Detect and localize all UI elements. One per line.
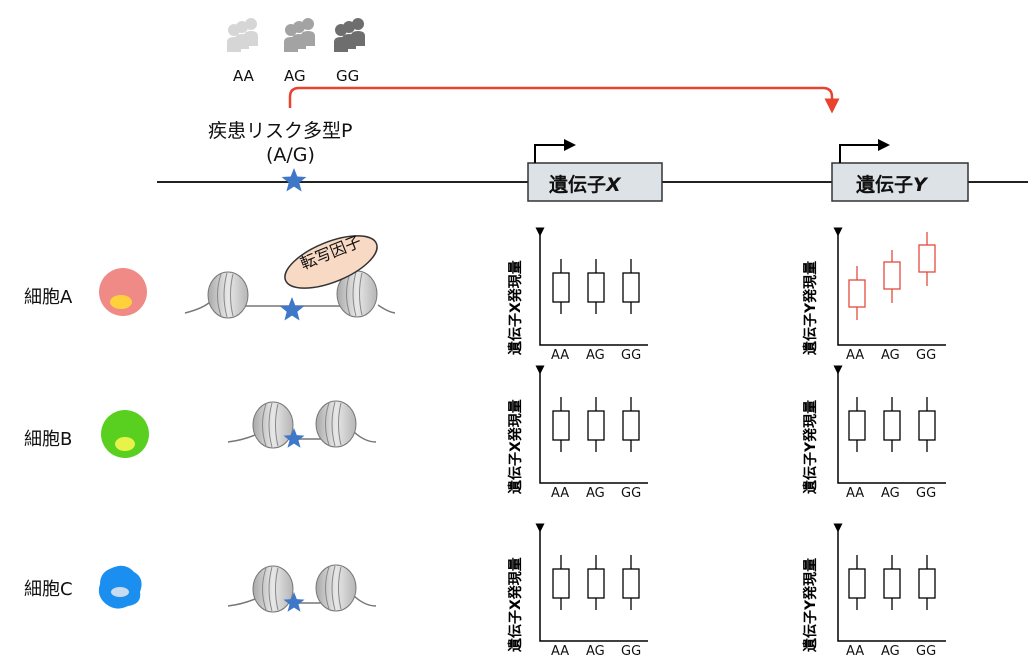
plot-ylabel-x-a: 遺伝子X発現量 [508,260,524,355]
cell-c-icon [98,565,142,609]
boxplots-gene-x-cell-a [552,259,640,314]
tick-label: AG [881,486,900,501]
gene-x-box [527,162,663,202]
chromatin-cell-c [227,564,377,613]
gene-y-label: 遺伝子Y [856,174,927,196]
population-ag-icon [284,18,315,52]
boxplots-gene-x-cell-c [552,555,640,610]
cell-a-label: 細胞A [24,287,73,308]
cell-a-icon [99,268,147,316]
eqtl-arrow [288,86,840,114]
plot-axes [535,227,946,642]
tick-label: AG [881,644,900,659]
gene-x-tss-arrow [534,139,576,163]
chromatin-cell-a [184,235,396,321]
tick-label: AA [846,348,865,363]
tick-label: GG [621,348,642,363]
gene-y-box [831,162,969,202]
plot-ylabel-x-b: 遺伝子X発現量 [508,399,524,494]
boxplots-gene-y-cell-c [848,555,936,610]
tick-label: GG [621,486,642,501]
tick-label: GG [916,486,937,501]
population-aa-icon [227,18,258,52]
tick-label: AA [846,644,865,659]
tick-label: AA [846,486,865,501]
tick-label: GG [621,644,642,659]
tick-label: AA [551,348,570,363]
population-gg-icon [334,18,365,52]
variant-star-icon [279,297,305,321]
tick-label: AA [551,486,570,501]
risk-variant-alleles: (A/G) [266,144,315,166]
variant-star-icon [281,168,307,192]
tick-label: AG [881,348,900,363]
cell-b-icon [101,410,149,458]
plot-ylabel-y-a: 遺伝子Y発現量 [803,260,819,355]
tick-label: AG [586,644,605,659]
transcription-factor [284,235,378,289]
cell-b-label: 細胞B [24,429,73,450]
variant-star-icon [283,428,305,448]
gene-x-label: 遺伝子X [549,174,621,196]
plot-ylabel-x-c: 遺伝子X発現量 [508,557,524,652]
risk-variant-title: 疾患リスク多型P [208,120,353,142]
boxplots-gene-x-cell-b [552,397,640,452]
tick-label: AA [551,644,570,659]
plot-ylabel-y-c: 遺伝子Y発現量 [803,557,819,652]
cell-c-label: 細胞C [24,579,73,600]
population-label-ag: AG [284,67,306,85]
plot-ylabel-y-b: 遺伝子Y発現量 [803,399,819,494]
tick-label: AG [586,486,605,501]
tick-label: AG [586,348,605,363]
chromatin-cell-b [227,400,377,449]
population-label-gg: GG [336,67,360,85]
tick-label: GG [916,644,937,659]
tick-label: GG [916,348,937,363]
gene-y-tss-arrow [839,139,890,163]
variant-star-icon [283,592,305,612]
boxplots-gene-y-cell-a [848,232,936,320]
boxplots-gene-y-cell-b [848,397,936,452]
population-label-aa: AA [233,67,254,85]
